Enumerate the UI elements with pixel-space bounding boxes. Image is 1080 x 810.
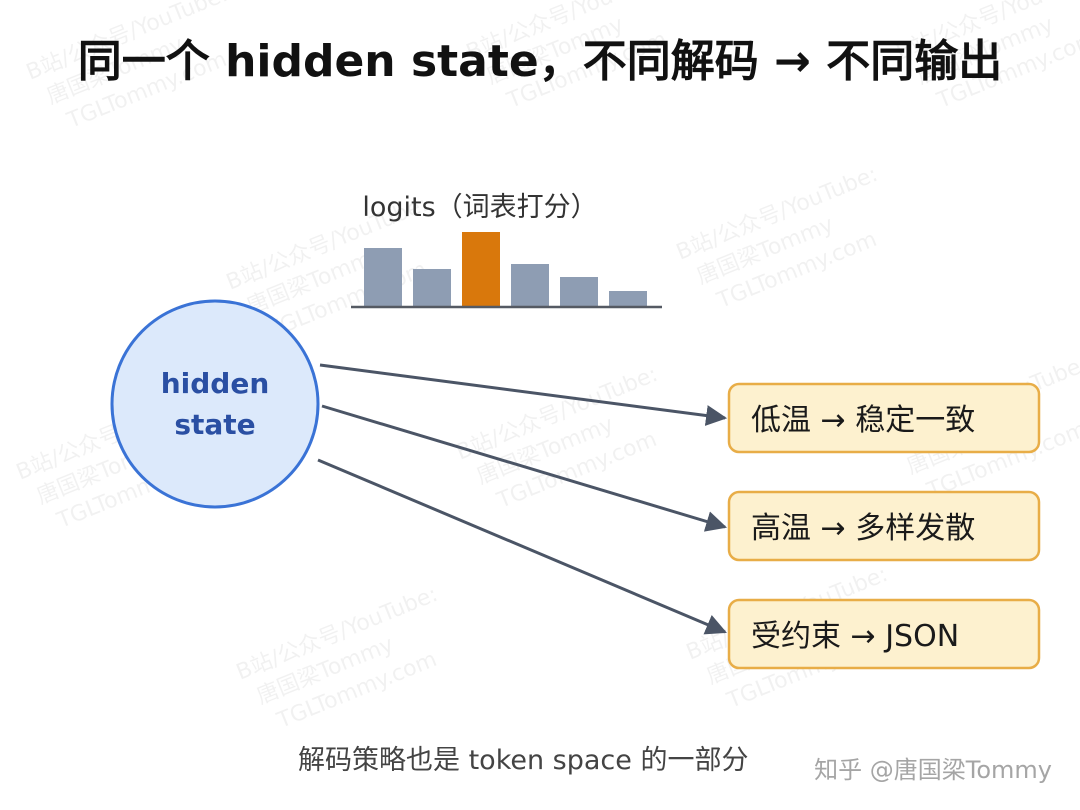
output-box-low-temp-bg [727,382,1041,454]
output-box-low-temp: 低温 → 稳定一致 [727,382,1041,454]
logits-bar [511,264,549,306]
output-box-high-temp-bg [727,490,1041,562]
arrow-to-high-temp [321,404,728,532]
output-box-high-temp: 高温 → 多样发散 [727,490,1041,562]
hidden-state-label-line2: state [174,408,255,441]
logits-bar [364,248,402,306]
logits-label: logits（词表打分） [362,192,597,223]
output-box-constrained: 受约束 → JSON [727,598,1041,670]
hidden-state-label-line1: hidden [161,367,270,400]
logits-bar [560,277,598,306]
output-label-high-temp: 高温 → 多样发散 [751,511,975,546]
output-label-constrained: 受约束 → JSON [751,619,959,654]
arrow-to-low-temp [319,363,728,426]
logits-bar [609,291,647,306]
zhihu-attribution: 知乎 @唐国梁Tommy [814,756,1052,784]
footer-caption: 解码策略也是 token space 的一部分 [298,745,748,776]
page-title: 同一个 hidden state，不同解码 → 不同输出 [78,36,1003,87]
arrow-to-constrained [317,458,727,635]
logits-bar [462,232,500,306]
logits-bar [413,269,451,306]
output-box-constrained-bg [727,598,1041,670]
hidden-state-node [110,299,320,509]
output-label-low-temp: 低温 → 稳定一致 [751,403,975,438]
logits-bars [364,232,647,306]
